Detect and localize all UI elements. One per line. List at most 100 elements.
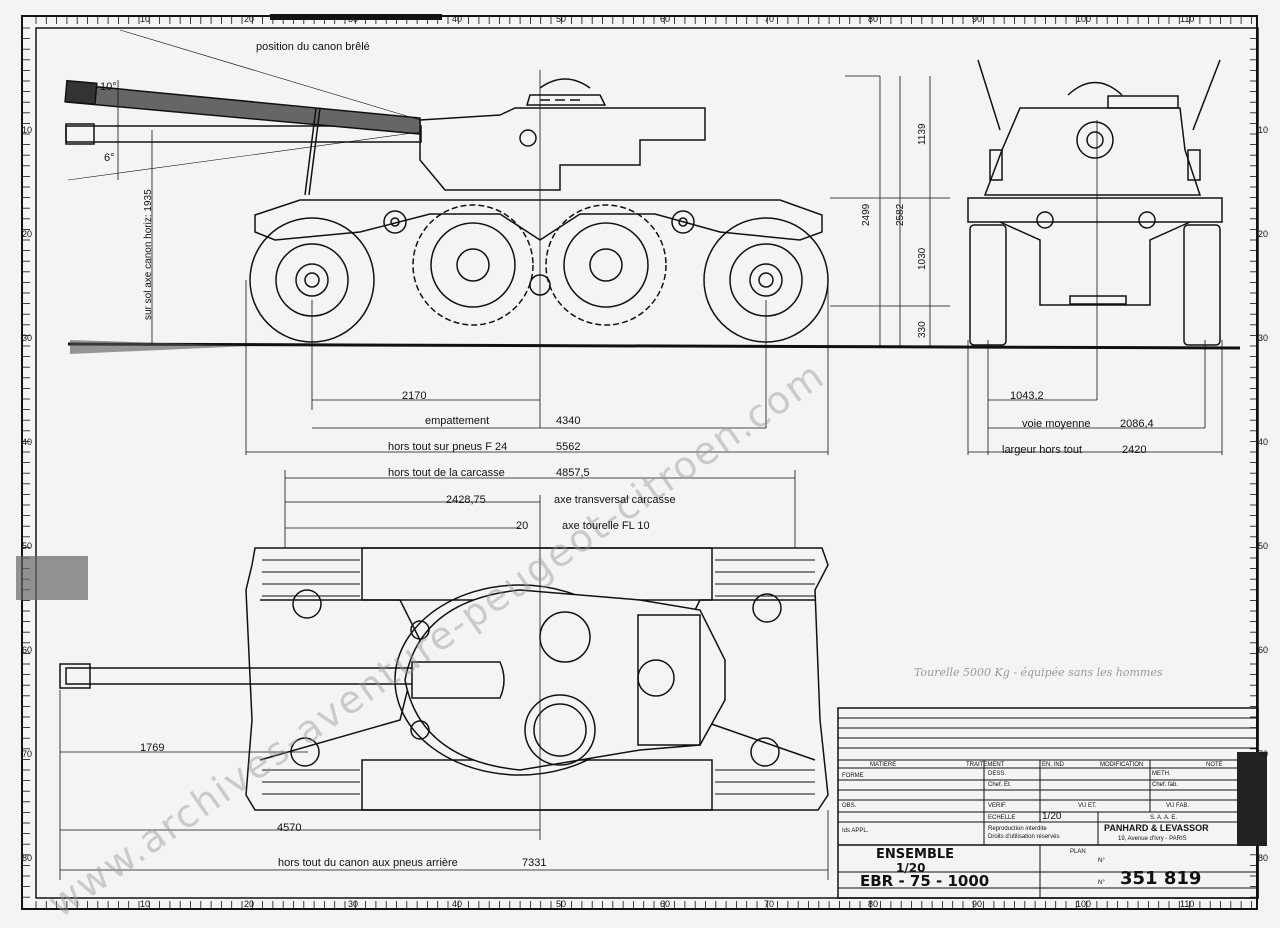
tape-mark-right bbox=[1237, 752, 1267, 846]
dim-2420: 2420 bbox=[1122, 444, 1147, 456]
label-depr-angle: 6° bbox=[104, 152, 115, 164]
muzzle-brake bbox=[65, 123, 95, 145]
ruler-right-number: 50 bbox=[1258, 541, 1269, 551]
ruler-top-number: 20 bbox=[244, 14, 255, 24]
tb-scale: 1/20 bbox=[1042, 811, 1062, 822]
side-cupola-dome bbox=[539, 78, 591, 89]
tb-title-ensemble: ENSEMBLE bbox=[876, 847, 955, 862]
ruler-left-number: 60 bbox=[22, 645, 33, 655]
ruler-bottom-number: 50 bbox=[556, 899, 567, 909]
tb-forme: FORME bbox=[842, 773, 864, 779]
front-cupola bbox=[1067, 81, 1123, 96]
ruler-right-number: 80 bbox=[1258, 853, 1269, 863]
dim-5562: 5562 bbox=[556, 441, 581, 453]
tb-reproduction: Reproduction interdite bbox=[988, 826, 1047, 832]
label-overall-width: largeur hors tout bbox=[1002, 444, 1083, 456]
tb-modification: MODIFICATION bbox=[1100, 762, 1144, 768]
tb-traitement: TRAITEMENT bbox=[966, 762, 1005, 768]
label-gun-height: sur sol axe canon horiz: 1935 bbox=[143, 189, 154, 320]
ruler-bottom-number: 80 bbox=[868, 899, 879, 909]
label-wheelbase: empattement bbox=[425, 415, 490, 427]
label-turret-axis: axe tourelle FL 10 bbox=[562, 520, 650, 532]
dim-1769: 1769 bbox=[140, 742, 165, 754]
ruler-bottom-number: 110 bbox=[1180, 899, 1195, 909]
label-transverse-axis: axe transversal carcasse bbox=[554, 494, 676, 506]
tb-obs: OBS. bbox=[842, 803, 857, 809]
ruler-top-number: 70 bbox=[764, 14, 775, 24]
top-ruler-ticks bbox=[35, 16, 1252, 24]
dim-1139: 1139 bbox=[917, 123, 928, 145]
ruler-top-number: 10 bbox=[140, 14, 151, 24]
ground-line bbox=[67, 342, 1241, 350]
ruler-left-number: 30 bbox=[22, 333, 33, 343]
ruler-top-number: 40 bbox=[452, 14, 463, 24]
label-elev-angle: 10° bbox=[100, 81, 117, 93]
tb-no-2: N° bbox=[1098, 880, 1105, 886]
tb-plan-number: 351 819 bbox=[1120, 868, 1202, 889]
dim-1030: 1030 bbox=[917, 247, 928, 270]
tb-title-scale: 1/20 bbox=[896, 861, 926, 875]
dim-2428: 2428,75 bbox=[446, 494, 486, 506]
top-ruler-band bbox=[270, 14, 442, 20]
side-center-wheel-1 bbox=[412, 204, 534, 326]
tb-saae: S. A. A. E. bbox=[1150, 815, 1178, 821]
ruler-left-number: 50 bbox=[22, 541, 33, 551]
ruler-right-number: 30 bbox=[1258, 333, 1269, 343]
ruler-left-number: 10 bbox=[22, 125, 33, 135]
tb-date: NOTE bbox=[1206, 762, 1223, 768]
front-hull bbox=[967, 197, 1223, 223]
front-right-wheel bbox=[1183, 224, 1221, 346]
dim-20: 20 bbox=[516, 520, 529, 532]
label-gun-position: position du canon brêlé bbox=[256, 41, 370, 53]
tb-chef-et: Chef. Et. bbox=[988, 782, 1012, 788]
tape-mark bbox=[16, 556, 88, 600]
ruler-bottom-number: 40 bbox=[452, 899, 463, 909]
dim-2086: 2086,4 bbox=[1120, 418, 1154, 430]
tb-vu-et: VU ET. bbox=[1078, 803, 1097, 809]
top-turret bbox=[404, 589, 726, 771]
tb-company: PANHARD & LEVASSOR bbox=[1104, 823, 1209, 833]
ground-shadow bbox=[70, 340, 250, 354]
top-hull bbox=[245, 547, 829, 811]
ruler-right-number: 10 bbox=[1258, 125, 1269, 135]
ruler-left-number: 20 bbox=[22, 229, 33, 239]
dim-330: 330 bbox=[917, 321, 928, 338]
top-hatch-2 bbox=[524, 694, 596, 766]
dim-4570: 4570 bbox=[277, 822, 302, 834]
ruler-top-number: 100 bbox=[1076, 14, 1092, 24]
dim-2170: 2170 bbox=[402, 390, 427, 402]
ruler-bottom-number: 10 bbox=[140, 899, 151, 909]
tb-rights: Droits d'utilisation réservés bbox=[988, 834, 1060, 840]
front-turret bbox=[983, 107, 1202, 196]
tb-chef-fab: Chef. fab. bbox=[1152, 782, 1179, 788]
tb-verif: VERIF. bbox=[988, 803, 1007, 809]
ruler-left-number: 80 bbox=[22, 853, 33, 863]
side-hull bbox=[254, 199, 823, 241]
tb-plan: PLAN bbox=[1070, 849, 1086, 855]
front-view bbox=[967, 59, 1223, 455]
label-mean-track: voie moyenne bbox=[1022, 418, 1091, 430]
ruler-top-number: 80 bbox=[868, 14, 879, 24]
tb-ids-appl: Ids APPL. bbox=[842, 828, 869, 834]
tb-no-1: N° bbox=[1098, 858, 1105, 864]
label-overall-hull: hors tout de la carcasse bbox=[388, 467, 505, 479]
tb-vu-fab: VU FAB. bbox=[1166, 803, 1190, 809]
front-left-wheel bbox=[969, 224, 1007, 346]
top-view bbox=[59, 470, 829, 880]
dim-1043: 1043,2 bbox=[1010, 390, 1044, 402]
ruler-left-number: 40 bbox=[22, 437, 33, 447]
tb-matiere: MATIERE bbox=[870, 762, 897, 768]
side-cupola bbox=[525, 94, 607, 106]
ruler-bottom-number: 100 bbox=[1076, 899, 1092, 909]
tb-meth: METH. bbox=[1152, 771, 1171, 777]
tb-en: EN. IND bbox=[1042, 762, 1065, 768]
inner-border bbox=[35, 27, 1259, 899]
tb-title-ref: EBR - 75 - 1000 bbox=[860, 872, 990, 890]
left-ruler-ticks bbox=[22, 27, 30, 898]
dim-4857: 4857,5 bbox=[556, 467, 590, 479]
dim-2499: 2499 bbox=[861, 203, 872, 226]
ruler-left-number: 70 bbox=[22, 749, 33, 759]
ruler-bottom-number: 30 bbox=[348, 899, 359, 909]
bottom-ruler-ticks bbox=[35, 901, 1252, 909]
